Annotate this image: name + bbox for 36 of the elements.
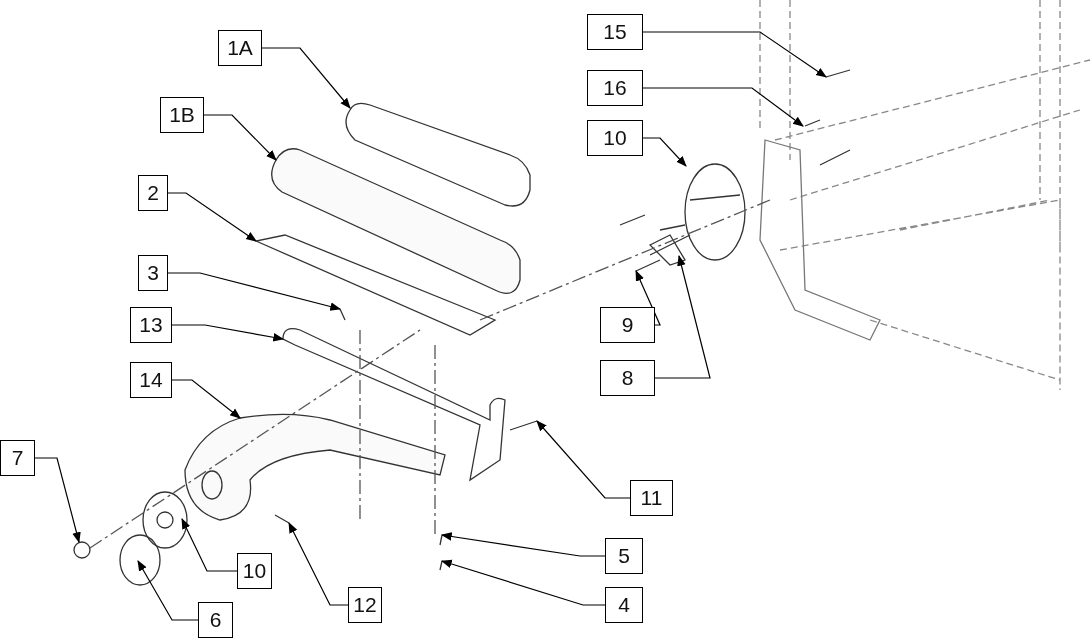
leader-line [167,272,342,311]
leader-line [642,87,804,127]
leader-line [261,47,351,109]
leader-line [34,457,81,544]
leader-line [642,31,827,78]
leader-line [137,560,199,621]
callout-number: 10 [237,553,272,589]
callout-number: 15 [587,14,643,50]
leader-line [288,522,349,606]
callout-number: 7 [0,440,35,476]
leader-line [171,379,241,419]
callout-number: 10 [587,120,643,156]
callout-number: 9 [600,307,655,343]
leader-line [181,518,238,572]
callout-number: 1A [218,30,262,66]
callout-number: 6 [198,602,233,638]
callout-number: 11 [630,480,673,516]
callout-number: 5 [605,538,643,574]
callout-number: 14 [130,362,172,398]
leader-line [654,254,711,379]
leader-line [171,324,285,342]
callout-number: 8 [600,360,655,396]
leader-line [203,114,277,161]
callout-number: 16 [587,70,643,106]
leader-line [440,559,606,606]
callout-number: 12 [348,587,382,623]
leader-line [642,137,687,167]
leader-line [440,532,606,557]
leader-line [167,192,257,242]
callout-number: 4 [605,587,643,623]
leader-line [635,270,661,326]
callout-number: 13 [130,307,172,343]
leader-line [536,420,631,499]
callout-number: 3 [138,255,168,291]
callout-number: 2 [138,175,168,211]
callout-number: 1B [160,97,204,133]
